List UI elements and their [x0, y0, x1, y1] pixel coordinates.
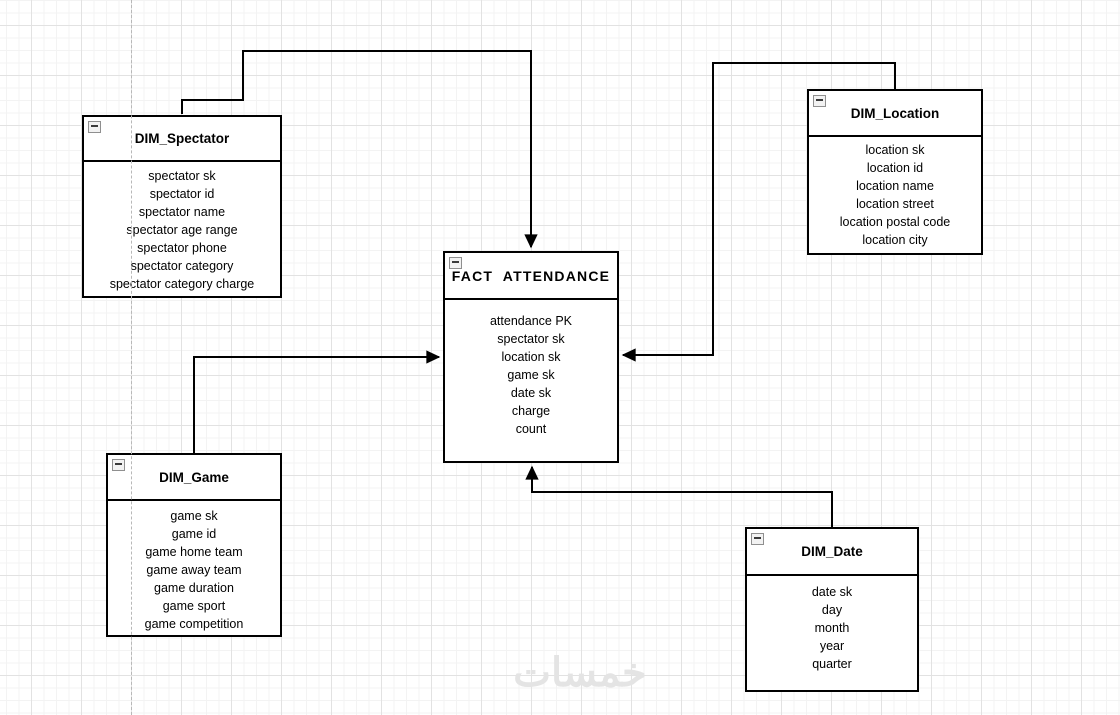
field-row[interactable]: month — [814, 621, 850, 635]
minus-glyph — [115, 463, 122, 465]
field-row[interactable]: spectator age range — [126, 223, 238, 237]
field-row[interactable]: location postal code — [839, 215, 951, 229]
field-row[interactable]: location sk — [501, 350, 561, 364]
entity-header: DIM_Date — [747, 529, 917, 576]
entity-header: DIM_Location — [809, 91, 981, 137]
entity-header: DIM_Game — [108, 455, 280, 501]
field-row[interactable]: quarter — [812, 657, 852, 671]
field-row[interactable]: game away team — [146, 563, 242, 577]
connector-spectator-to-fact[interactable] — [181, 50, 538, 249]
watermark: خمسات — [513, 651, 647, 695]
field-row[interactable]: spectator category — [130, 259, 234, 273]
field-row[interactable]: day — [821, 603, 843, 617]
field-row[interactable]: spectator phone — [137, 241, 227, 255]
entity-header: DIM_Spectator — [84, 117, 280, 162]
field-row[interactable]: game duration — [154, 581, 234, 595]
entity-dim-game[interactable]: DIM_Game game sk game id game home team … — [106, 453, 282, 637]
minus-glyph — [754, 537, 761, 539]
collapse-icon[interactable] — [751, 533, 764, 545]
entity-dim-location[interactable]: DIM_Location location sk location id loc… — [807, 89, 983, 255]
connector-location-to-fact[interactable] — [621, 62, 896, 362]
collapse-icon[interactable] — [449, 257, 462, 269]
field-row[interactable]: game sk — [507, 368, 555, 382]
field-row[interactable]: attendance PK — [489, 314, 572, 328]
field-row[interactable]: game sk — [170, 509, 218, 523]
field-row[interactable]: charge — [511, 404, 551, 418]
entity-title: DIM_Game — [159, 469, 229, 485]
entity-title: DIM_Spectator — [134, 131, 230, 146]
entity-dim-spectator[interactable]: DIM_Spectator spectator sk spectator id … — [82, 115, 282, 298]
field-row[interactable]: spectator id — [149, 187, 215, 201]
entity-title: FACT ATTENDANCE — [451, 267, 611, 284]
minus-glyph — [816, 99, 823, 101]
minus-glyph — [452, 261, 459, 263]
field-row[interactable]: location sk — [865, 143, 925, 157]
entity-fact-attendance[interactable]: FACT ATTENDANCE attendance PK spectator … — [443, 251, 619, 463]
field-row[interactable]: location id — [866, 161, 924, 175]
collapse-icon[interactable] — [112, 459, 125, 471]
collapse-icon[interactable] — [813, 95, 826, 107]
collapse-icon[interactable] — [88, 121, 101, 133]
field-row[interactable]: game id — [171, 527, 217, 541]
field-row[interactable]: game sport — [162, 599, 226, 613]
connector-date-to-fact[interactable] — [525, 465, 833, 528]
field-row[interactable]: date sk — [811, 585, 853, 599]
field-row[interactable]: spectator sk — [148, 169, 216, 183]
entity-title: DIM_Location — [850, 105, 940, 121]
field-row[interactable]: spectator category charge — [109, 277, 255, 291]
field-row[interactable]: count — [515, 422, 547, 436]
field-row[interactable]: location street — [856, 197, 934, 211]
field-row[interactable]: location city — [862, 233, 928, 247]
entity-dim-date[interactable]: DIM_Date date sk day month year quarter — [745, 527, 919, 692]
page-break-line — [131, 0, 132, 715]
field-row[interactable]: game competition — [144, 617, 244, 631]
entity-header: FACT ATTENDANCE — [445, 253, 617, 300]
connector-game-to-fact[interactable] — [193, 350, 441, 454]
minus-glyph — [91, 125, 98, 127]
field-row[interactable]: location name — [856, 179, 934, 193]
field-row[interactable]: spectator sk — [497, 332, 565, 346]
field-row[interactable]: date sk — [510, 386, 552, 400]
entity-title: DIM_Date — [801, 544, 863, 559]
field-row[interactable]: game home team — [145, 545, 243, 559]
field-row[interactable]: spectator name — [138, 205, 226, 219]
field-row[interactable]: year — [819, 639, 845, 653]
